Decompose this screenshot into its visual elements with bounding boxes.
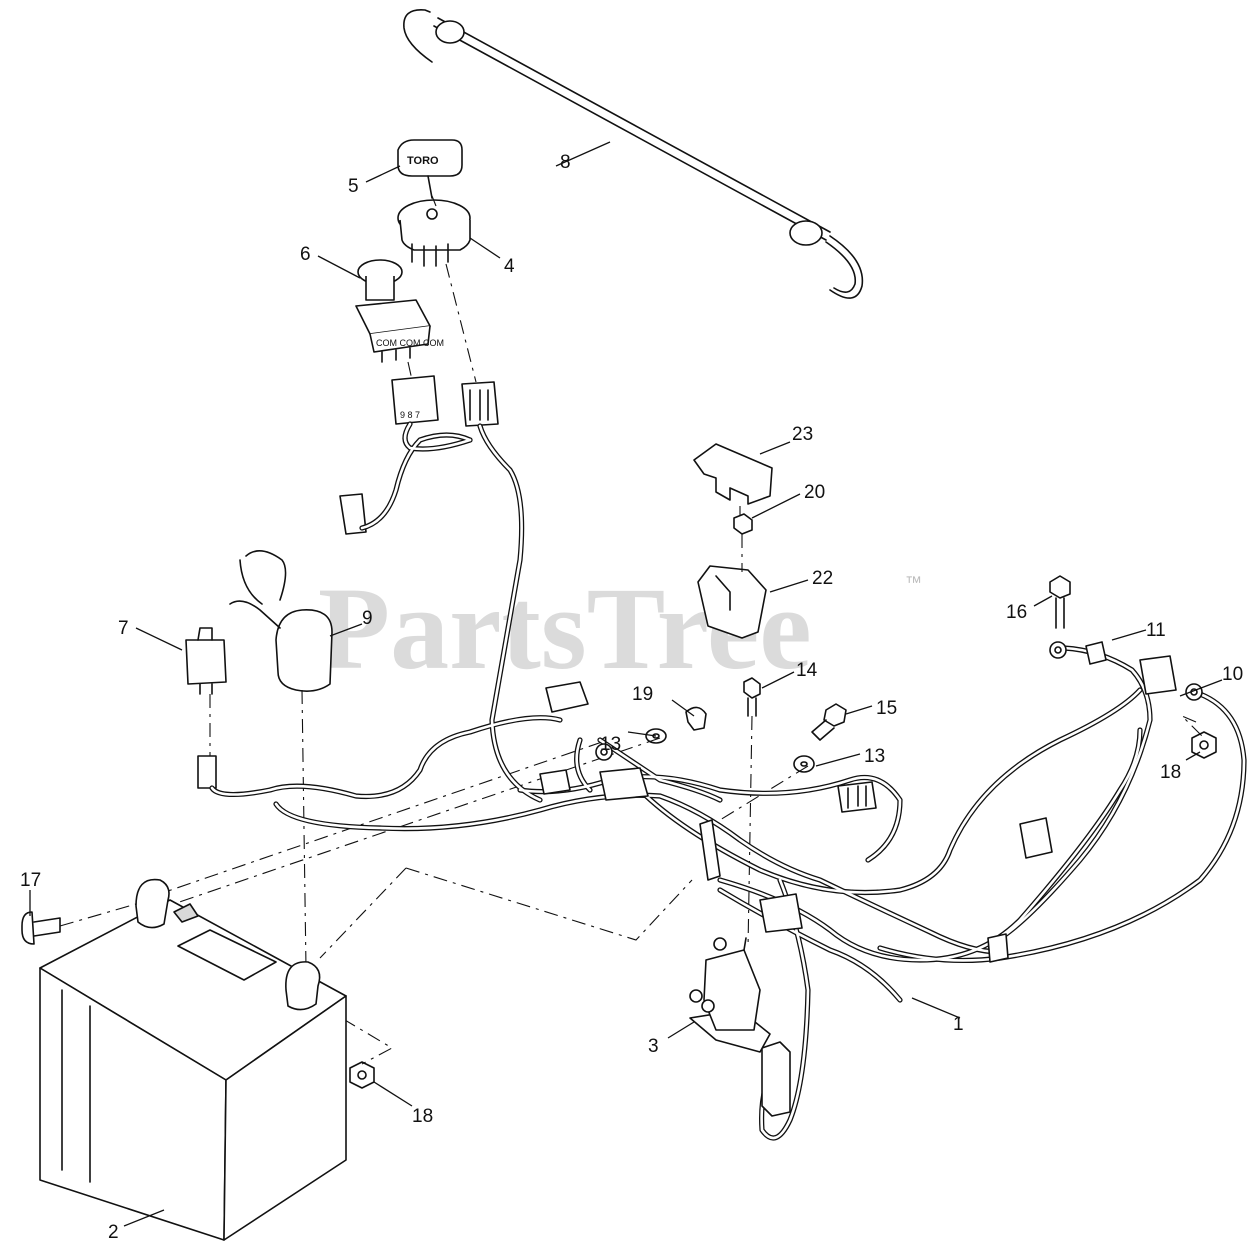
spare-connector	[837, 781, 877, 813]
callouts: 1 2 3 4 5 6 7 8 9 10 11 13 13 14 15 16 1…	[20, 152, 1243, 1243]
part-19-clip-nut	[685, 706, 707, 731]
callout-13a: 13	[600, 734, 621, 755]
part-20-nut	[733, 513, 753, 535]
callout-14: 14	[796, 660, 818, 681]
callout-1: 1	[953, 1014, 964, 1035]
callout-16: 16	[1006, 602, 1027, 623]
part-9-boot	[229, 550, 333, 692]
callout-2: 2	[108, 1222, 119, 1243]
callout-9: 9	[362, 608, 373, 629]
part-3-starter-solenoid	[689, 937, 771, 1053]
callout-15: 15	[876, 698, 897, 719]
harness-top-connectors: 9 8 7	[339, 375, 499, 535]
callout-11: 11	[1146, 620, 1166, 641]
connector-pin-label: 9 8 7	[400, 410, 420, 420]
callout-4: 4	[504, 256, 515, 277]
part-22-boot-cover	[697, 565, 767, 639]
callout-20: 20	[804, 482, 825, 503]
callout-18-left: 18	[412, 1106, 433, 1127]
callout-10: 10	[1222, 664, 1243, 685]
part-18-nut-left	[349, 1061, 375, 1089]
callout-8: 8	[560, 152, 571, 173]
switch-pin-label: COM COM COM	[376, 338, 444, 348]
part-15-bolt	[811, 703, 847, 741]
callout-22: 22	[812, 568, 833, 589]
part-5-ignition-key: TORO	[397, 139, 463, 199]
callout-17: 17	[20, 870, 41, 891]
part-18-nut-right	[1191, 731, 1217, 759]
part-23-boot-cover	[693, 443, 773, 505]
key-brand-label: TORO	[407, 155, 439, 167]
part-14-bolt	[743, 677, 761, 717]
callout-13b: 13	[864, 746, 885, 767]
watermark-trademark: ™	[905, 573, 922, 592]
part-1-wiring-harness	[209, 421, 1247, 1141]
callout-18-right: 18	[1160, 762, 1181, 783]
part-6-pto-switch: COM COM COM	[355, 259, 444, 363]
callout-6: 6	[300, 244, 311, 265]
part-4-ignition-switch	[397, 199, 471, 267]
part-8-support-rod	[403, 9, 864, 299]
callout-3: 3	[648, 1036, 659, 1057]
part-13-washer-b	[793, 755, 815, 773]
part-17-bolt	[21, 911, 61, 945]
part-7-relay	[185, 627, 227, 789]
callout-7: 7	[118, 618, 129, 639]
part-2-battery	[39, 878, 347, 1241]
callout-5: 5	[348, 176, 359, 197]
leader-lines	[29, 141, 1223, 1227]
part-16-bolt	[1049, 575, 1071, 629]
callout-23: 23	[792, 424, 813, 445]
callout-19: 19	[632, 684, 653, 705]
